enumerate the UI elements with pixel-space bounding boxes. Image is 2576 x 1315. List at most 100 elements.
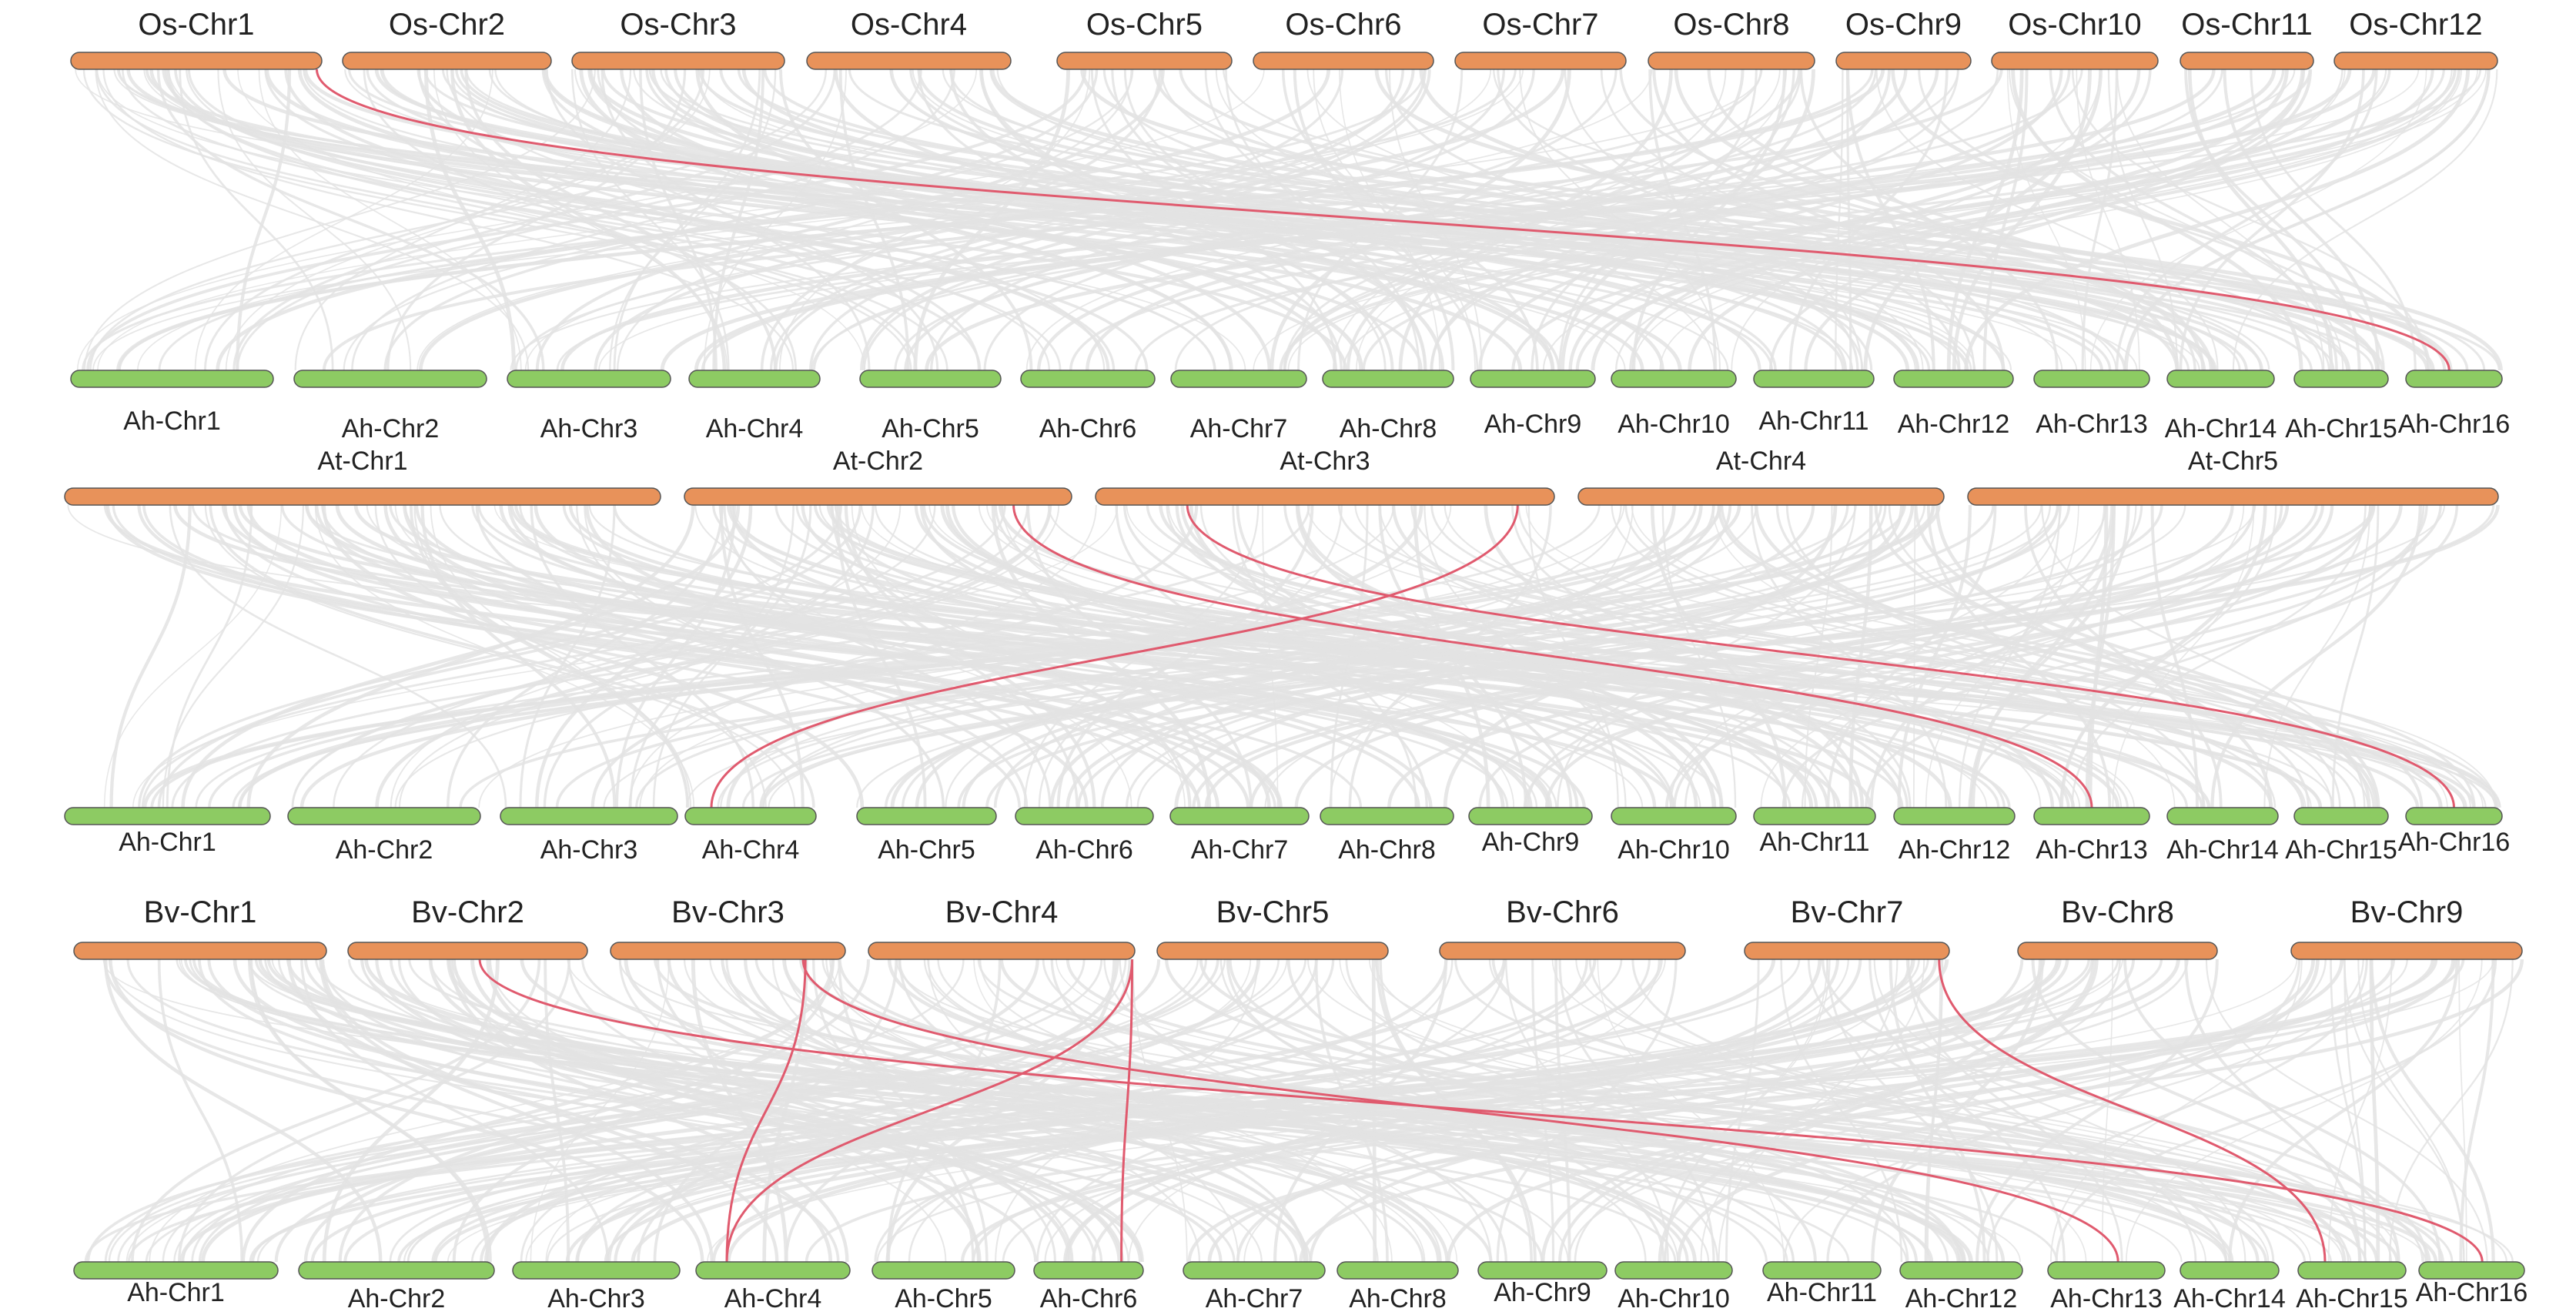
synteny-link — [198, 959, 1208, 1263]
synteny-link — [187, 69, 1216, 371]
synteny-link — [207, 959, 1223, 1263]
synteny-link — [2210, 504, 2422, 808]
synteny-link — [389, 959, 1623, 1263]
synteny-link — [1541, 959, 2096, 1263]
synteny-link — [97, 69, 1265, 371]
synteny-link — [194, 69, 493, 371]
synteny-link — [544, 959, 570, 1263]
synteny-link — [1309, 959, 2044, 1263]
query-chromosome-label: Ah-Chr7 — [1190, 414, 1288, 443]
synteny-link — [1799, 69, 2059, 371]
query-chromosome — [1183, 1261, 1326, 1280]
synteny-link — [534, 504, 1533, 808]
synteny-link — [830, 504, 1673, 808]
synteny-link — [2205, 959, 2488, 1263]
reference-chromosome-label: Bv-Chr6 — [1506, 895, 1619, 929]
query-chromosome-label: Ah-Chr16 — [2416, 1278, 2528, 1307]
query-chromosome-label: Ah-Chr14 — [2165, 414, 2277, 443]
synteny-link — [1869, 504, 2114, 808]
synteny-link — [1496, 959, 1678, 1263]
reference-chromosome-label: Bv-Chr1 — [144, 895, 257, 929]
query-chromosome-label: Ah-Chr8 — [1349, 1284, 1447, 1311]
query-chromosome-label: Ah-Chr5 — [895, 1284, 992, 1311]
query-chromosome — [1320, 807, 1454, 825]
synteny-link — [795, 504, 2129, 808]
reference-chromosome — [610, 942, 846, 960]
synteny-link — [103, 959, 840, 1263]
reference-chromosome-label: Os-Chr2 — [389, 8, 505, 42]
synteny-link — [167, 69, 918, 371]
synteny-link — [1863, 69, 2103, 371]
synteny-link — [541, 69, 1363, 371]
synteny-link — [1337, 504, 2498, 808]
synteny-link — [1055, 959, 2311, 1263]
synteny-link — [1835, 69, 1844, 371]
synteny-link — [829, 959, 1458, 1263]
synteny-link — [322, 959, 500, 1263]
query-chromosome — [2166, 807, 2279, 825]
reference-chromosome-label: Os-Chr10 — [2008, 8, 2141, 42]
query-chromosome-label: Ah-Chr1 — [119, 828, 216, 857]
query-chromosome-label: Ah-Chr6 — [1039, 414, 1137, 443]
query-chromosome-label: Ah-Chr7 — [1191, 835, 1289, 865]
query-chromosome — [1753, 370, 1875, 388]
synteny-link — [138, 504, 842, 808]
synteny-link — [520, 959, 1127, 1263]
query-chromosome — [1611, 370, 1737, 388]
synteny-link — [698, 69, 2350, 371]
synteny-link — [1222, 69, 2330, 371]
reference-chromosome — [1253, 52, 1434, 70]
reference-chromosome — [2333, 52, 2498, 70]
synteny-link — [171, 504, 1310, 808]
reference-chromosome-label: Os-Chr9 — [1845, 8, 1962, 42]
synteny-link — [2123, 959, 2442, 1263]
query-chromosome — [1762, 1261, 1882, 1280]
synteny-link — [197, 959, 1037, 1263]
synteny-link — [1511, 69, 2434, 371]
synteny-link — [694, 69, 2277, 371]
synteny-link — [225, 69, 711, 371]
synteny-link — [1568, 69, 2141, 371]
synteny-link — [1648, 69, 1717, 371]
synteny-link — [1287, 69, 2487, 371]
highlight-links-layer — [315, 69, 2484, 1263]
synteny-link — [1249, 504, 2290, 808]
synteny-link — [835, 504, 927, 808]
query-chromosome — [2180, 1261, 2280, 1280]
synteny-link — [452, 959, 1307, 1263]
synteny-link — [1780, 959, 1903, 1263]
synteny-link — [209, 504, 815, 808]
query-chromosome — [1020, 370, 1156, 388]
synteny-link — [1044, 959, 1849, 1263]
query-chromosome-label: Ah-Chr8 — [1340, 414, 1437, 443]
query-chromosome — [298, 1261, 495, 1280]
query-chromosome — [293, 370, 487, 388]
synteny-link — [1958, 504, 2061, 808]
synteny-link — [763, 69, 2384, 371]
synteny-link — [1174, 69, 2223, 371]
synteny-link — [759, 504, 1926, 808]
query-chromosome — [2297, 1261, 2407, 1280]
query-chromosome — [1470, 370, 1596, 388]
synteny-link — [1914, 504, 2380, 808]
query-chromosome-label: Ah-Chr13 — [2050, 1284, 2163, 1311]
synteny-link — [239, 504, 1857, 808]
synteny-link — [768, 504, 2446, 808]
synteny-link — [297, 69, 1523, 371]
reference-chromosome — [342, 52, 552, 70]
synteny-link — [1228, 959, 1962, 1263]
query-chromosome-label: Ah-Chr5 — [882, 414, 979, 443]
query-chromosome-label: Ah-Chr3 — [540, 414, 638, 443]
synteny-link — [542, 69, 1845, 371]
synteny-link — [701, 69, 1976, 371]
synteny-link — [1558, 69, 1758, 371]
query-chromosome-label: Ah-Chr4 — [724, 1284, 822, 1311]
query-chromosome-label: Ah-Chr6 — [1040, 1284, 1138, 1311]
query-chromosome-label: Ah-Chr14 — [2173, 1284, 2286, 1311]
query-chromosome — [70, 370, 274, 388]
synteny-link — [1918, 69, 2385, 371]
synteny-link — [1270, 69, 1571, 371]
synteny-link — [991, 504, 1212, 808]
synteny-link — [189, 959, 1850, 1263]
